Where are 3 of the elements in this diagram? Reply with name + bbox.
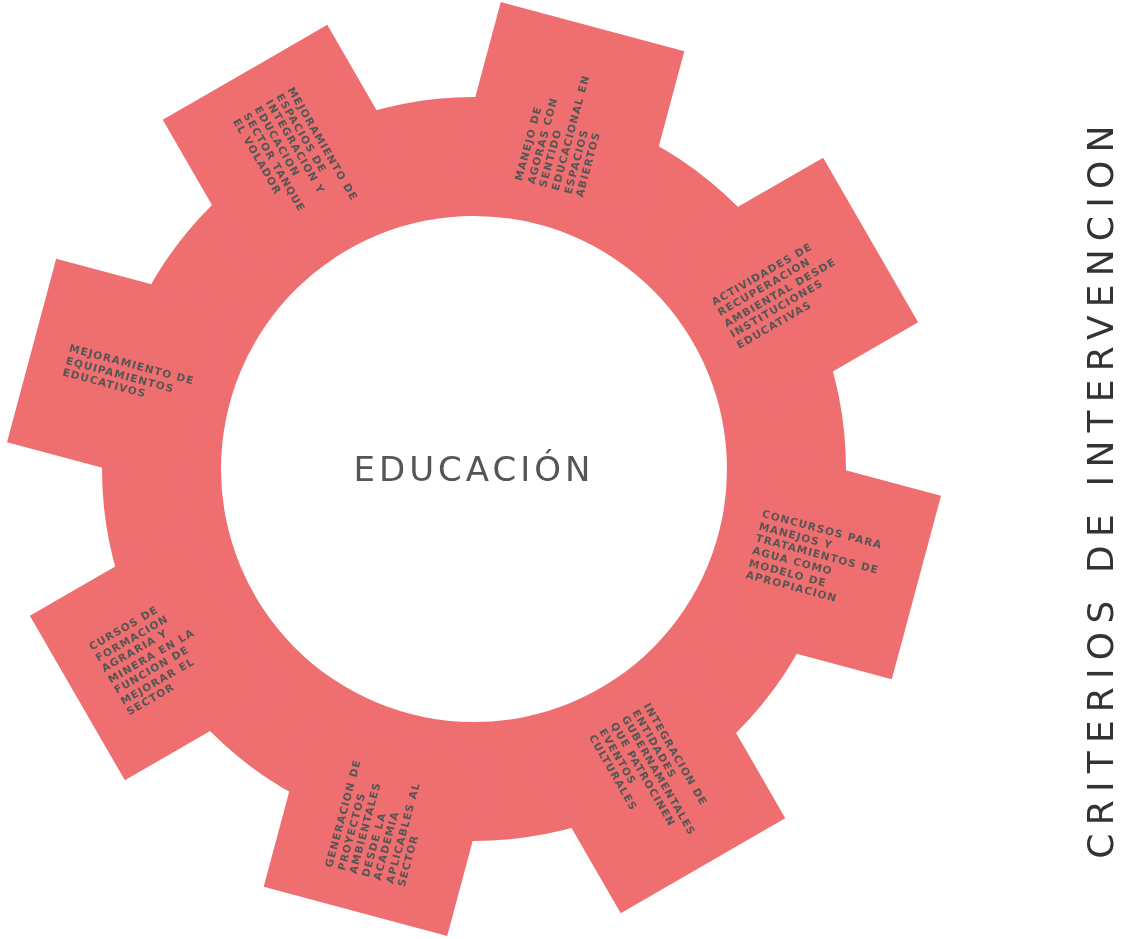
gear-shape (6, 1, 942, 937)
center-label: EDUCACIÓN (352, 448, 596, 491)
vertical-title: CRITERIOS DE INTERVENCION (1079, 117, 1121, 859)
